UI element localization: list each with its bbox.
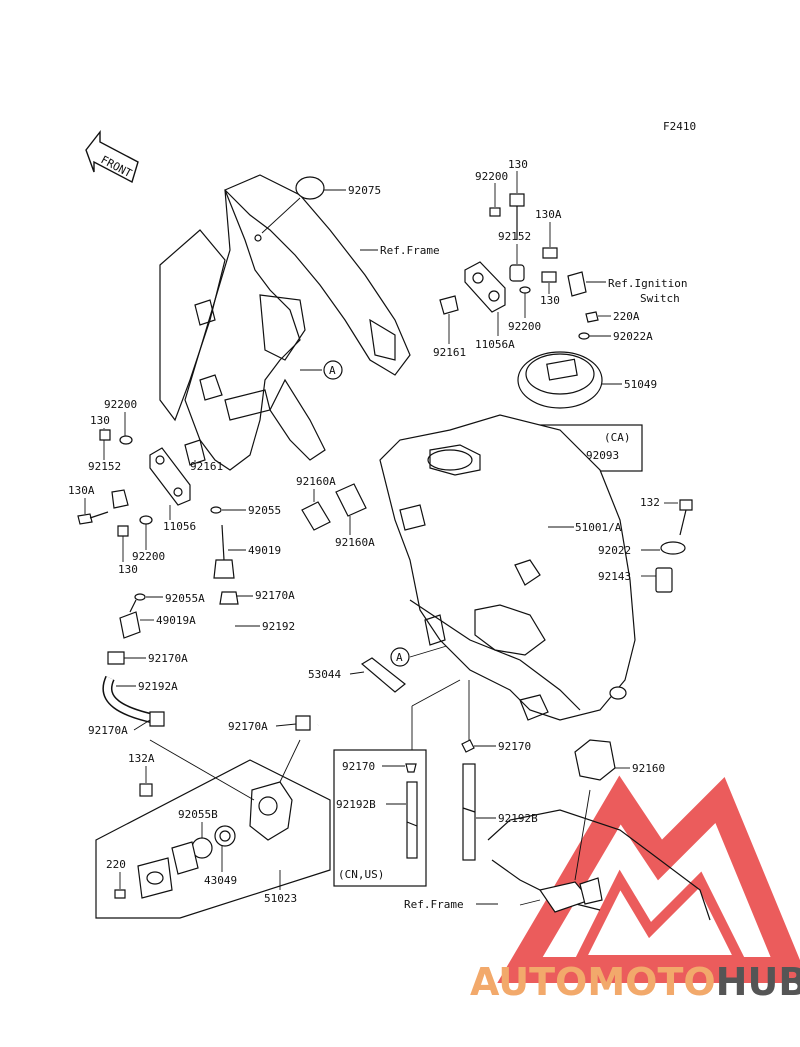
- part-49019: [210, 506, 239, 605]
- svg-text:92055A: 92055A: [165, 592, 205, 605]
- svg-text:43049: 43049: [204, 874, 237, 887]
- svg-text:92200: 92200: [475, 170, 508, 183]
- svg-text:220A: 220A: [613, 310, 640, 323]
- svg-text:92055B: 92055B: [178, 808, 218, 821]
- frame-bottom-detail: [487, 789, 711, 921]
- part-92160: [574, 739, 616, 781]
- part-92160A: [301, 483, 367, 531]
- svg-text:Ref.Frame: Ref.Frame: [404, 898, 464, 911]
- svg-text:130A: 130A: [535, 208, 562, 221]
- svg-text:Ref.Ignition: Ref.Ignition: [608, 277, 687, 290]
- svg-text:92170A: 92170A: [228, 720, 268, 733]
- svg-text:11056A: 11056A: [475, 338, 515, 351]
- svg-text:92022A: 92022A: [613, 330, 653, 343]
- fuel-tank-51001: [379, 414, 636, 721]
- svg-text:92160: 92160: [632, 762, 665, 775]
- part-92075: 92075: [261, 176, 381, 234]
- watermark-text: AUTOMOTOHUB: [470, 960, 800, 1004]
- frame-drawing: [159, 174, 411, 471]
- hose-92192A: [102, 651, 311, 731]
- front-arrow-icon: FRONT: [85, 129, 139, 184]
- bracket-right: [439, 193, 599, 340]
- svg-text:A: A: [329, 364, 336, 377]
- callout-a-bottom: A: [390, 644, 451, 667]
- svg-text:92192A: 92192A: [138, 680, 178, 693]
- svg-text:51023: 51023: [264, 892, 297, 905]
- svg-text:92170: 92170: [342, 760, 375, 773]
- part-53044: [360, 657, 406, 693]
- svg-text:92192B: 92192B: [336, 798, 376, 811]
- svg-text:92161: 92161: [190, 460, 223, 473]
- svg-text:92152: 92152: [498, 230, 531, 243]
- hose-92192: [224, 619, 324, 727]
- svg-text:53044: 53044: [308, 668, 341, 681]
- ref-frame-top: Ref.Frame: [380, 244, 440, 257]
- cn-us-box: (CN,US): [333, 679, 461, 887]
- svg-text:92200: 92200: [104, 398, 137, 411]
- svg-text:92170A: 92170A: [255, 589, 295, 602]
- svg-text:130: 130: [90, 414, 110, 427]
- svg-text:A: A: [396, 651, 403, 664]
- svg-text:220: 220: [106, 858, 126, 871]
- petcock-box-51023: [95, 739, 331, 919]
- hose-92192B: [461, 680, 476, 861]
- svg-text:92170: 92170: [498, 740, 531, 753]
- svg-text:92200: 92200: [132, 550, 165, 563]
- figure-code: F2410: [663, 120, 696, 133]
- svg-text:92055: 92055: [248, 504, 281, 517]
- svg-text:Switch: Switch: [640, 292, 680, 305]
- svg-text:11056: 11056: [163, 520, 196, 533]
- svg-text:51001/A: 51001/A: [575, 521, 622, 534]
- svg-text:92200: 92200: [508, 320, 541, 333]
- svg-text:92161: 92161: [433, 346, 466, 359]
- svg-text:92192: 92192: [262, 620, 295, 633]
- svg-text:92143: 92143: [598, 570, 631, 583]
- svg-text:51049: 51049: [624, 378, 657, 391]
- svg-text:130: 130: [118, 563, 138, 576]
- svg-text:132A: 132A: [128, 752, 155, 765]
- callout-a-top: A: [300, 360, 343, 380]
- part-49019A: [119, 593, 146, 639]
- fuel-cap-51049: [517, 351, 622, 409]
- svg-text:92170A: 92170A: [148, 652, 188, 665]
- svg-text:92170A: 92170A: [88, 724, 128, 737]
- svg-text:130A: 130A: [68, 484, 95, 497]
- svg-text:92093: 92093: [586, 449, 619, 462]
- svg-text:92152: 92152: [88, 460, 121, 473]
- svg-text:92022: 92022: [598, 544, 631, 557]
- part-132-group: [655, 499, 693, 593]
- svg-text:130: 130: [540, 294, 560, 307]
- svg-text:49019: 49019: [248, 544, 281, 557]
- watermark-logo: [497, 775, 800, 983]
- svg-text:(CA): (CA): [604, 431, 631, 444]
- svg-text:92160A: 92160A: [296, 475, 336, 488]
- svg-text:130: 130: [508, 158, 528, 171]
- svg-text:92160A: 92160A: [335, 536, 375, 549]
- watermark-inner-icon: [571, 869, 749, 965]
- bracket-left: [77, 429, 206, 537]
- svg-text:132: 132: [640, 496, 660, 509]
- svg-text:49019A: 49019A: [156, 614, 196, 627]
- watermark-triangle-icon: [497, 775, 800, 983]
- svg-text:92075: 92075: [348, 184, 381, 197]
- svg-text:(CN,US): (CN,US): [338, 868, 384, 881]
